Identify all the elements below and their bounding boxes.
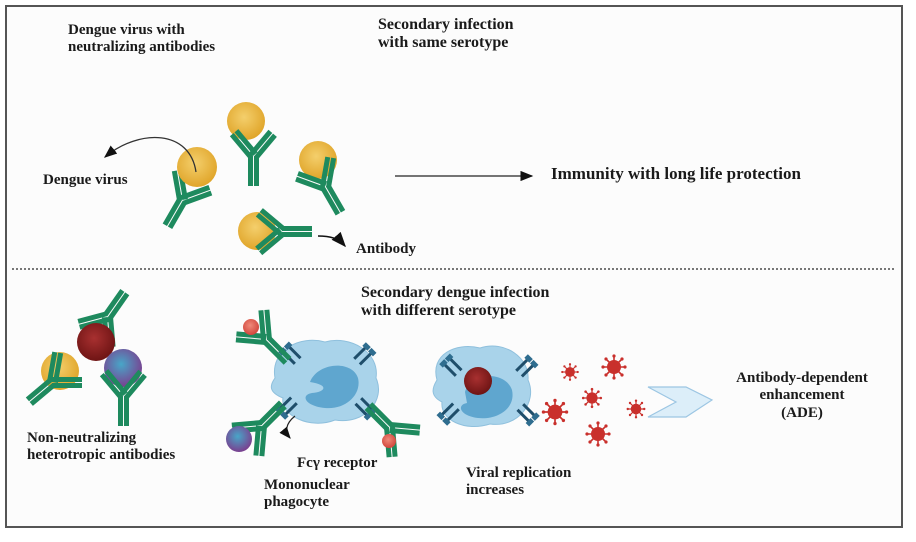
chevron-arrow-icon [647, 386, 714, 418]
immunity-outcome-label: Immunity with long life protection [551, 164, 801, 183]
label-line: (ADE) [781, 404, 823, 421]
virus-antibody-complex [146, 147, 217, 238]
replicated-viruses [540, 353, 647, 448]
label-line: Antibody-dependent [736, 370, 868, 386]
title-line: with different serotype [361, 302, 516, 320]
label-line: Viral replication [466, 465, 572, 481]
internalized-virus [464, 367, 492, 395]
viral-replication-label: Viral replication increases [466, 465, 571, 500]
title-line: neutralizing antibodies [68, 39, 216, 56]
label-line: phagocyte [264, 494, 329, 511]
antibody-pointer-arrow [317, 231, 346, 248]
infected-phagocyte [432, 345, 540, 428]
virus-antibody-complex [227, 102, 277, 186]
label-line: heterotropic antibodies [27, 447, 176, 464]
label-line: increases [466, 482, 525, 499]
label-line: enhancement [759, 387, 845, 404]
top-left-title: Dengue virus with neutralizing antibodie… [68, 22, 215, 57]
fc-receptor-label: Fcγ receptor [297, 455, 378, 471]
virus-antibody-complex [291, 141, 361, 225]
title-line: Secondary dengue infection [361, 284, 550, 301]
title-line: with same serotype [378, 34, 509, 52]
dengue-virus-pointer-arrow [103, 136, 197, 173]
section-divider [12, 268, 894, 270]
receptor-pointer-arrow [279, 415, 296, 439]
virus-antibody-complex [238, 208, 312, 256]
label-line: Mononuclear [264, 477, 350, 493]
title-line: Secondary infection [378, 16, 514, 33]
dengue-virus-particle [227, 102, 265, 140]
nucleus [305, 365, 359, 409]
virus-serotype-maroon [77, 323, 115, 361]
top-center-title: Secondary infection with same serotype [378, 16, 514, 53]
antibody-label: Antibody [356, 241, 417, 257]
bottom-title: Secondary dengue infection with differen… [361, 284, 549, 321]
mononuclear-phagocyte [226, 304, 426, 463]
figure-frame [5, 5, 903, 528]
heterotypic-virus-group [14, 278, 147, 426]
label-line: Non-neutralizing [27, 430, 137, 446]
title-line: Dengue virus with [68, 22, 185, 38]
dengue-virus-label: Dengue virus [43, 172, 128, 188]
dengue-virus-particle [177, 147, 217, 187]
non-neutralizing-label: Non-neutralizing heterotropic antibodies [27, 430, 175, 465]
mononuclear-phagocyte-label: Mononuclear phagocyte [264, 477, 350, 512]
ade-label: Antibody-dependent enhancement (ADE) [727, 370, 877, 422]
